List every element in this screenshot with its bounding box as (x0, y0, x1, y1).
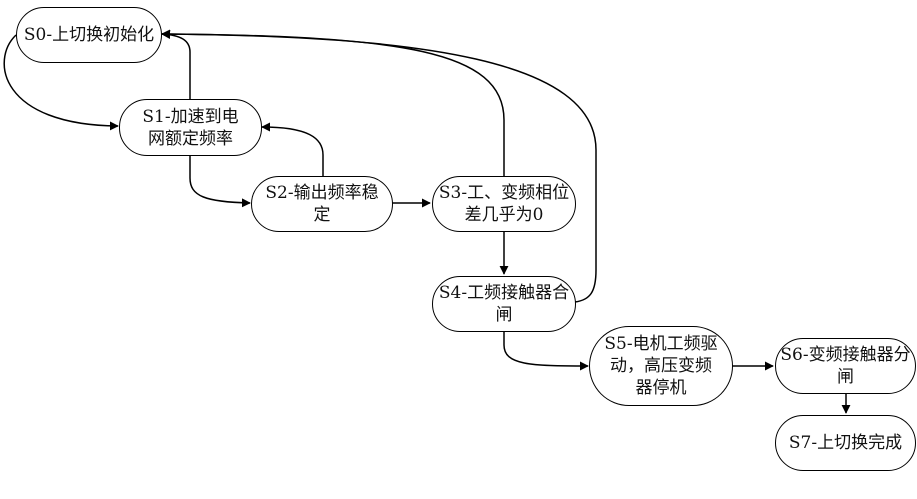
state-node-s7[interactable]: S7-上切换完成 (775, 415, 916, 471)
state-label-s4: S4-工频接触器合闸 (438, 283, 570, 325)
state-label-s0: S0-上切换初始化 (23, 25, 155, 45)
state-node-s2[interactable]: S2-输出频率稳定 (251, 176, 393, 232)
edge-s2-s1 (261, 122, 324, 176)
state-node-s6[interactable]: S6-变频接触器分闸 (775, 338, 916, 394)
edge-s4-s0 (161, 29, 597, 303)
state-node-s0[interactable]: S0-上切换初始化 (16, 7, 162, 63)
state-label-s7: S7-上切换完成 (788, 433, 903, 453)
state-node-s4[interactable]: S4-工频接触器合闸 (432, 276, 576, 332)
state-node-s1[interactable]: S1-加速到电网额定频率 (119, 99, 262, 156)
edge-s0-s1 (3, 34, 119, 131)
edge-s1-s2 (189, 155, 251, 208)
edge-s1-s0 (161, 29, 191, 100)
state-node-s5[interactable]: S5-电机工频驱动，高压变频器停机 (589, 326, 733, 406)
state-label-s3: S3-工、变频相位差几乎为0 (438, 183, 570, 225)
state-node-s3[interactable]: S3-工、变频相位差几乎为0 (432, 176, 576, 232)
state-label-s6: S6-变频接触器分闸 (780, 345, 911, 387)
edge-s4-s5 (503, 331, 589, 371)
state-label-s1: S1-加速到电网额定频率 (142, 106, 239, 149)
state-label-s2: S2-输出频率稳定 (265, 183, 379, 225)
state-label-s5: S5-电机工频驱动，高压变频器停机 (604, 334, 718, 398)
